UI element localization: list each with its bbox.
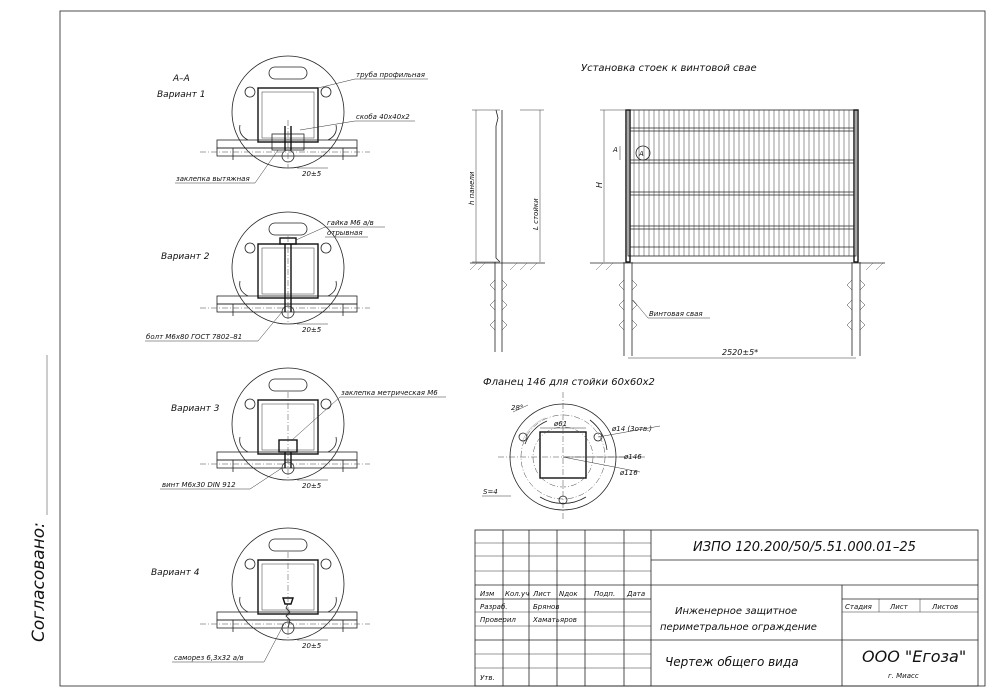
row-name-2: Хаматьяров bbox=[532, 616, 577, 624]
flange-outer-diameter: ø146 bbox=[623, 453, 642, 461]
company-name: ООО "Егоза" bbox=[862, 647, 966, 666]
variant-1-callout-1: труба профильная bbox=[356, 71, 425, 79]
variant-4-callout-1: саморез 6,3х32 а/в bbox=[174, 654, 244, 662]
variant-1-label: Вариант 1 bbox=[157, 90, 205, 100]
height-h-label: H bbox=[595, 182, 604, 188]
span-dim: 2520±5* bbox=[722, 348, 758, 357]
drawing-type: Чертеж общего вида bbox=[665, 655, 799, 669]
variant-4-dim: 20±5 bbox=[302, 642, 322, 650]
variant-4-drawing: Вариант 4 20±5 саморез 6,3х32 а/в bbox=[151, 527, 370, 663]
header-list: Лист bbox=[532, 590, 552, 598]
flange-drawing: ø61 28° ø14 (3отв.) ø146 ø116 S=4 bbox=[482, 392, 661, 520]
approval-label: Согласовано: bbox=[29, 522, 49, 642]
pile-label: Винтовая свая bbox=[649, 310, 703, 318]
variant-1-dim: 20±5 bbox=[302, 170, 322, 178]
row-name-1: Брянов bbox=[533, 603, 559, 611]
l-post-label: L стойки bbox=[532, 198, 540, 230]
variant-1-callout-3: заклепка вытяжная bbox=[176, 175, 250, 183]
title-block: ИЗПО 120.200/50/5.51.000.01–25 Изм Кол.у… bbox=[474, 529, 979, 687]
variant-2-dim: 20±5 bbox=[302, 326, 322, 334]
header-izm: Изм bbox=[480, 590, 495, 598]
variant-1-callout-2: скоба 40х40х2 bbox=[356, 113, 410, 121]
row-role-1: Разраб. bbox=[480, 603, 508, 611]
variant-3-dim: 20±5 bbox=[302, 482, 322, 490]
header-data: Дата bbox=[626, 590, 645, 598]
flange-thickness: S=4 bbox=[483, 488, 498, 496]
install-title: Установка стоек к винтовой свае bbox=[581, 63, 757, 74]
variant-3-label: Вариант 3 bbox=[171, 404, 220, 414]
variant-2-callout-1: гайка М6 а/в bbox=[327, 219, 374, 227]
variant-2-drawing: Вариант 2 20±5 гайка М6 а/в отрывная бол… bbox=[145, 211, 385, 342]
section-a-mark: А bbox=[612, 146, 618, 154]
stage-label: Стадия bbox=[845, 603, 872, 611]
flange-angle: 28° bbox=[511, 404, 523, 412]
product-name-2: периметральное ограждение bbox=[660, 622, 817, 633]
approval-area: Согласовано: bbox=[29, 355, 49, 642]
fence-front-view: А А H Винтовая свая 2520±5* bbox=[590, 109, 885, 359]
flange-holes: ø14 (3отв.) bbox=[611, 425, 652, 433]
product-name-1: Инженерное защитное bbox=[675, 606, 797, 617]
flange-bolt-circle: ø116 bbox=[619, 469, 638, 477]
variant-1-drawing: Вариант 1 20±5 труба профильная скоба 40… bbox=[157, 55, 428, 184]
doc-code: ИЗПО 120.200/50/5.51.000.01–25 bbox=[693, 540, 916, 555]
variant-3-drawing: Вариант 3 20±5 заклепка метрическая М6 в… bbox=[160, 367, 446, 490]
company-city: г. Миасс bbox=[888, 672, 919, 680]
variant-2-callout-2: отрывная bbox=[327, 229, 363, 237]
row-role-2: Проверил bbox=[480, 616, 516, 624]
h-panel-label: h панели bbox=[468, 171, 476, 205]
section-a-circle-label: А bbox=[638, 150, 644, 158]
section-label: А–А bbox=[172, 74, 190, 84]
variant-3-callout-1: заклепка метрическая М6 bbox=[341, 389, 438, 397]
sheet-label: Лист bbox=[889, 603, 909, 611]
approved-label: Утв. bbox=[480, 674, 495, 682]
variant-3-callout-2: винт М6х30 DIN 912 bbox=[162, 481, 236, 489]
flange-inner-diameter: ø61 bbox=[553, 420, 567, 428]
panel-side-view: h панели L стойки bbox=[468, 109, 545, 352]
variant-2-label: Вариант 2 bbox=[161, 252, 210, 262]
sheets-label: Листов bbox=[931, 603, 958, 611]
variant-2-callout-3: болт М6х80 ГОСТ 7802–81 bbox=[146, 333, 242, 341]
header-ndok: Nдок bbox=[559, 590, 578, 598]
flange-title: Фланец 146 для стойки 60х60х2 bbox=[483, 377, 655, 388]
header-podp: Подп. bbox=[594, 590, 615, 598]
header-kol: Кол.уч bbox=[505, 590, 529, 598]
variant-4-label: Вариант 4 bbox=[151, 568, 200, 578]
